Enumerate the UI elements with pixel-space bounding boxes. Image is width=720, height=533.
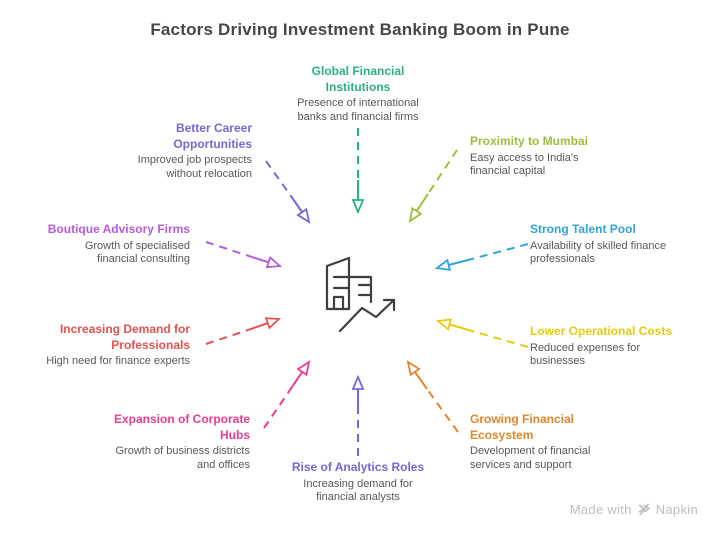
factor-title: Expansion of Corporate Hubs <box>113 412 250 442</box>
arrow-proximity-to-mumbai <box>408 149 458 223</box>
made-with-napkin-badge[interactable]: Made with Napkin <box>570 502 698 517</box>
factor-description: Presence of international banks and fina… <box>297 97 419 123</box>
factor-description: Easy access to India's financial capital <box>470 151 579 178</box>
arrow-better-career-opportunities <box>265 160 311 224</box>
arrowhead <box>434 258 452 272</box>
factor-description: Growth of specialised financial consulti… <box>84 239 190 266</box>
arrow-growing-financial-ecosystem <box>406 360 459 433</box>
napkin-logo-icon <box>638 503 650 516</box>
factor-description: Increasing demand for financial analysts <box>303 477 413 504</box>
arrowhead <box>408 206 423 223</box>
factor-title: Boutique Advisory Firms <box>47 222 190 236</box>
factor-description: High need for finance experts <box>46 355 190 368</box>
arrow-expansion-of-corporate-hubs <box>263 360 311 429</box>
arrowhead <box>406 360 421 377</box>
factor-strong-talent-pool: Strong Talent Pool Availability of skill… <box>530 222 690 267</box>
factor-title: Strong Talent Pool <box>530 222 636 236</box>
arrow-global-financial-institutions <box>351 128 365 215</box>
factor-better-career-opportunities: Better Career Opportunities Improved job… <box>92 121 252 182</box>
factor-description: Growth of business districts and offices <box>115 445 251 471</box>
factor-boutique-advisory-firms: Boutique Advisory Firms Growth of specia… <box>30 222 190 267</box>
arrowhead <box>264 317 282 330</box>
arrowhead <box>265 255 283 269</box>
factor-expansion-of-corporate-hubs: Expansion of Corporate Hubs Growth of bu… <box>90 412 250 473</box>
factor-proximity-to-mumbai: Proximity to Mumbai Easy access to India… <box>470 134 630 179</box>
page-title: Factors Driving Investment Banking Boom … <box>150 20 570 39</box>
factor-title: Growing Financial Ecosystem <box>470 412 575 442</box>
arrowhead <box>296 207 311 224</box>
brand-label: Napkin <box>655 502 698 517</box>
factor-description: Development of financial services and su… <box>470 445 591 471</box>
factor-rise-of-analytics-roles: Rise of Analytics Roles Increasing deman… <box>268 460 448 505</box>
factor-description: Availability of skilled finance professi… <box>530 239 667 266</box>
arrow-increasing-demand-for-professionals <box>205 317 282 345</box>
factor-growing-financial-ecosystem: Growing Financial Ecosystem Development … <box>470 412 630 473</box>
arrowhead <box>296 360 311 377</box>
factor-global-financial-institutions: Global Financial Institutions Presence o… <box>263 64 453 125</box>
factor-title: Rise of Analytics Roles <box>291 460 425 474</box>
arrow-strong-talent-pool <box>434 243 529 272</box>
factor-title: Global Financial Institutions <box>311 64 405 94</box>
arrowhead <box>351 199 365 215</box>
factor-increasing-demand-for-professionals: Increasing Demand for Professionals High… <box>30 322 190 369</box>
factor-title: Increasing Demand for Professionals <box>59 322 190 352</box>
building-growth-icon <box>325 256 396 333</box>
factor-title: Better Career Opportunities <box>173 121 252 151</box>
factor-description: Improved job prospects without relocatio… <box>137 154 252 180</box>
factor-lower-operational-costs: Lower Operational Costs Reduced expenses… <box>530 324 690 369</box>
arrowhead <box>435 318 453 331</box>
factor-title: Lower Operational Costs <box>530 324 673 338</box>
made-with-label: Made with <box>569 502 632 517</box>
arrow-lower-operational-costs <box>435 318 529 348</box>
arrow-boutique-advisory-firms <box>205 241 283 269</box>
factor-description: Reduced expenses for businesses <box>530 341 641 368</box>
arrowhead <box>351 374 365 390</box>
arrow-rise-of-analytics-roles <box>351 374 365 456</box>
factor-title: Proximity to Mumbai <box>470 134 589 148</box>
